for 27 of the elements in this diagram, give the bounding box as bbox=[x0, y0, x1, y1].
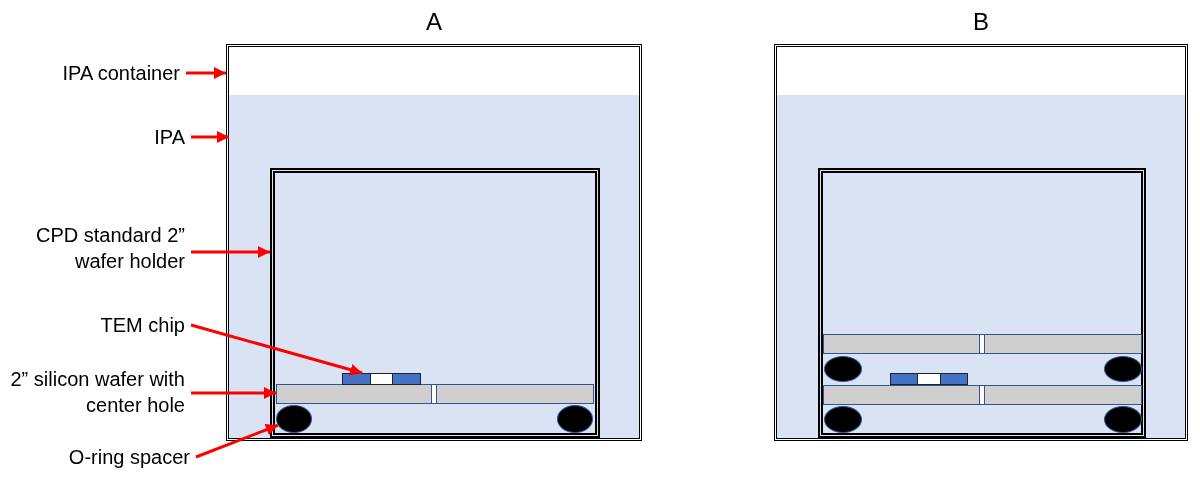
o-ring bbox=[1104, 356, 1142, 382]
panel-heading: A bbox=[426, 7, 442, 37]
callout-label: O-ring spacer bbox=[10, 444, 190, 470]
o-ring bbox=[276, 405, 312, 433]
tem-chip bbox=[890, 373, 968, 385]
silicon-wafer bbox=[823, 385, 1142, 405]
wafer-holder bbox=[818, 168, 1146, 438]
wafer-holder bbox=[270, 168, 600, 438]
arrow bbox=[195, 423, 279, 459]
o-ring bbox=[557, 405, 593, 433]
callout-label: CPD standard 2” wafer holder bbox=[25, 222, 185, 274]
callout-label: 2” silicon wafer with center hole bbox=[5, 366, 185, 418]
callout-label: IPA container bbox=[0, 60, 180, 86]
silicon-wafer bbox=[823, 334, 1142, 354]
arrow bbox=[191, 131, 229, 143]
callout-label: TEM chip bbox=[40, 312, 185, 338]
arrow bbox=[190, 323, 363, 376]
panel-heading: B bbox=[973, 7, 989, 37]
o-ring bbox=[824, 356, 862, 382]
arrow bbox=[191, 246, 270, 258]
arrow bbox=[186, 67, 226, 79]
o-ring bbox=[824, 406, 862, 433]
callout-label: IPA bbox=[60, 124, 185, 150]
o-ring bbox=[1104, 406, 1142, 433]
tem-chip bbox=[342, 373, 421, 385]
arrow bbox=[191, 387, 276, 399]
silicon-wafer bbox=[276, 384, 594, 404]
